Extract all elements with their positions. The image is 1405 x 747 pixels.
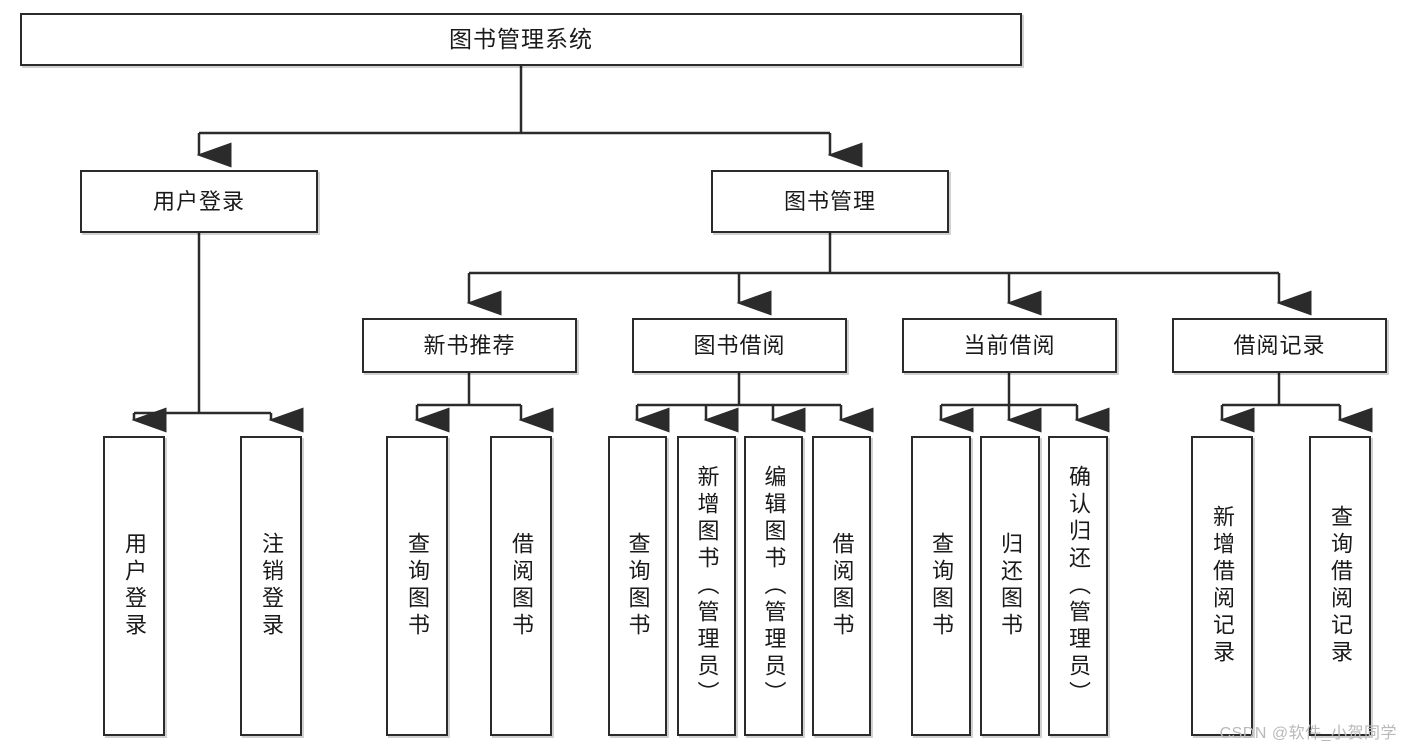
watermark-text: CSDN @软件_小贺同学 — [1219, 725, 1397, 742]
leaf-label: 查询借阅记录 — [1327, 505, 1353, 667]
leaf-confirm-return[interactable]: 确认归还（管理员） — [1048, 436, 1108, 736]
node-root[interactable]: 图书管理系统 — [20, 13, 1022, 66]
leaf-query-book-1[interactable]: 查询图书 — [386, 436, 448, 736]
node-new-book-recommend[interactable]: 新书推荐 — [362, 318, 577, 373]
leaf-borrow-book-1[interactable]: 借阅图书 — [490, 436, 552, 736]
leaf-label: 查询图书 — [404, 532, 430, 640]
leaf-query-book-2[interactable]: 查询图书 — [608, 436, 667, 736]
leaf-return-book[interactable]: 归还图书 — [980, 436, 1040, 736]
leaf-label: 用户登录 — [121, 532, 147, 640]
node-current-borrow[interactable]: 当前借阅 — [902, 318, 1117, 373]
leaf-label: 借阅图书 — [508, 532, 534, 640]
leaf-edit-book[interactable]: 编辑图书（管理员） — [744, 436, 803, 736]
leaf-label: 新增借阅记录 — [1209, 505, 1235, 667]
node-user-login[interactable]: 用户登录 — [80, 170, 318, 233]
leaf-label: 注销登录 — [258, 532, 284, 640]
leaf-label: 查询图书 — [625, 532, 651, 640]
leaf-query-book-3[interactable]: 查询图书 — [911, 436, 971, 736]
node-book-borrow[interactable]: 图书借阅 — [632, 318, 847, 373]
leaf-logout[interactable]: 注销登录 — [240, 436, 302, 736]
leaf-add-record[interactable]: 新增借阅记录 — [1191, 436, 1253, 736]
leaf-label: 编辑图书（管理员） — [761, 464, 787, 708]
node-borrow-record[interactable]: 借阅记录 — [1172, 318, 1387, 373]
leaf-label: 归还图书 — [997, 532, 1023, 640]
leaf-add-book[interactable]: 新增图书（管理员） — [677, 436, 736, 736]
leaf-borrow-book-2[interactable]: 借阅图书 — [812, 436, 871, 736]
leaf-label: 新增图书（管理员） — [694, 464, 720, 708]
leaf-label: 借阅图书 — [829, 532, 855, 640]
node-book-manage[interactable]: 图书管理 — [711, 170, 949, 233]
leaf-label: 确认归还（管理员） — [1065, 464, 1091, 708]
leaf-user-login[interactable]: 用户登录 — [103, 436, 165, 736]
leaf-query-record[interactable]: 查询借阅记录 — [1309, 436, 1371, 736]
leaf-label: 查询图书 — [928, 532, 954, 640]
